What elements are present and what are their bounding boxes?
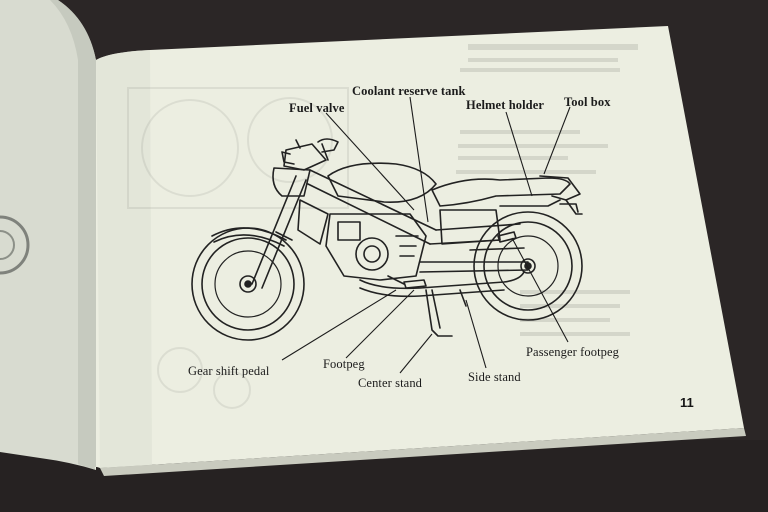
label-helmet-holder: Helmet holder xyxy=(466,98,545,112)
label-fuel-valve: Fuel valve xyxy=(289,101,345,115)
callout-lines xyxy=(281,96,571,374)
label-passenger-footpeg: Passenger footpeg xyxy=(526,345,619,359)
label-center-stand: Center stand xyxy=(358,376,423,390)
left-page xyxy=(0,0,96,470)
motorcycle-illustration xyxy=(191,138,583,341)
rear-wheel xyxy=(473,211,583,321)
label-gear-shift-pedal: Gear shift pedal xyxy=(188,364,270,378)
label-coolant-reserve-tank: Coolant reserve tank xyxy=(352,84,466,98)
right-page xyxy=(94,26,744,470)
page-number: 11 xyxy=(680,395,694,410)
label-tool-box: Tool box xyxy=(564,95,611,109)
label-footpeg: Footpeg xyxy=(323,357,365,371)
label-side-stand: Side stand xyxy=(468,370,521,384)
